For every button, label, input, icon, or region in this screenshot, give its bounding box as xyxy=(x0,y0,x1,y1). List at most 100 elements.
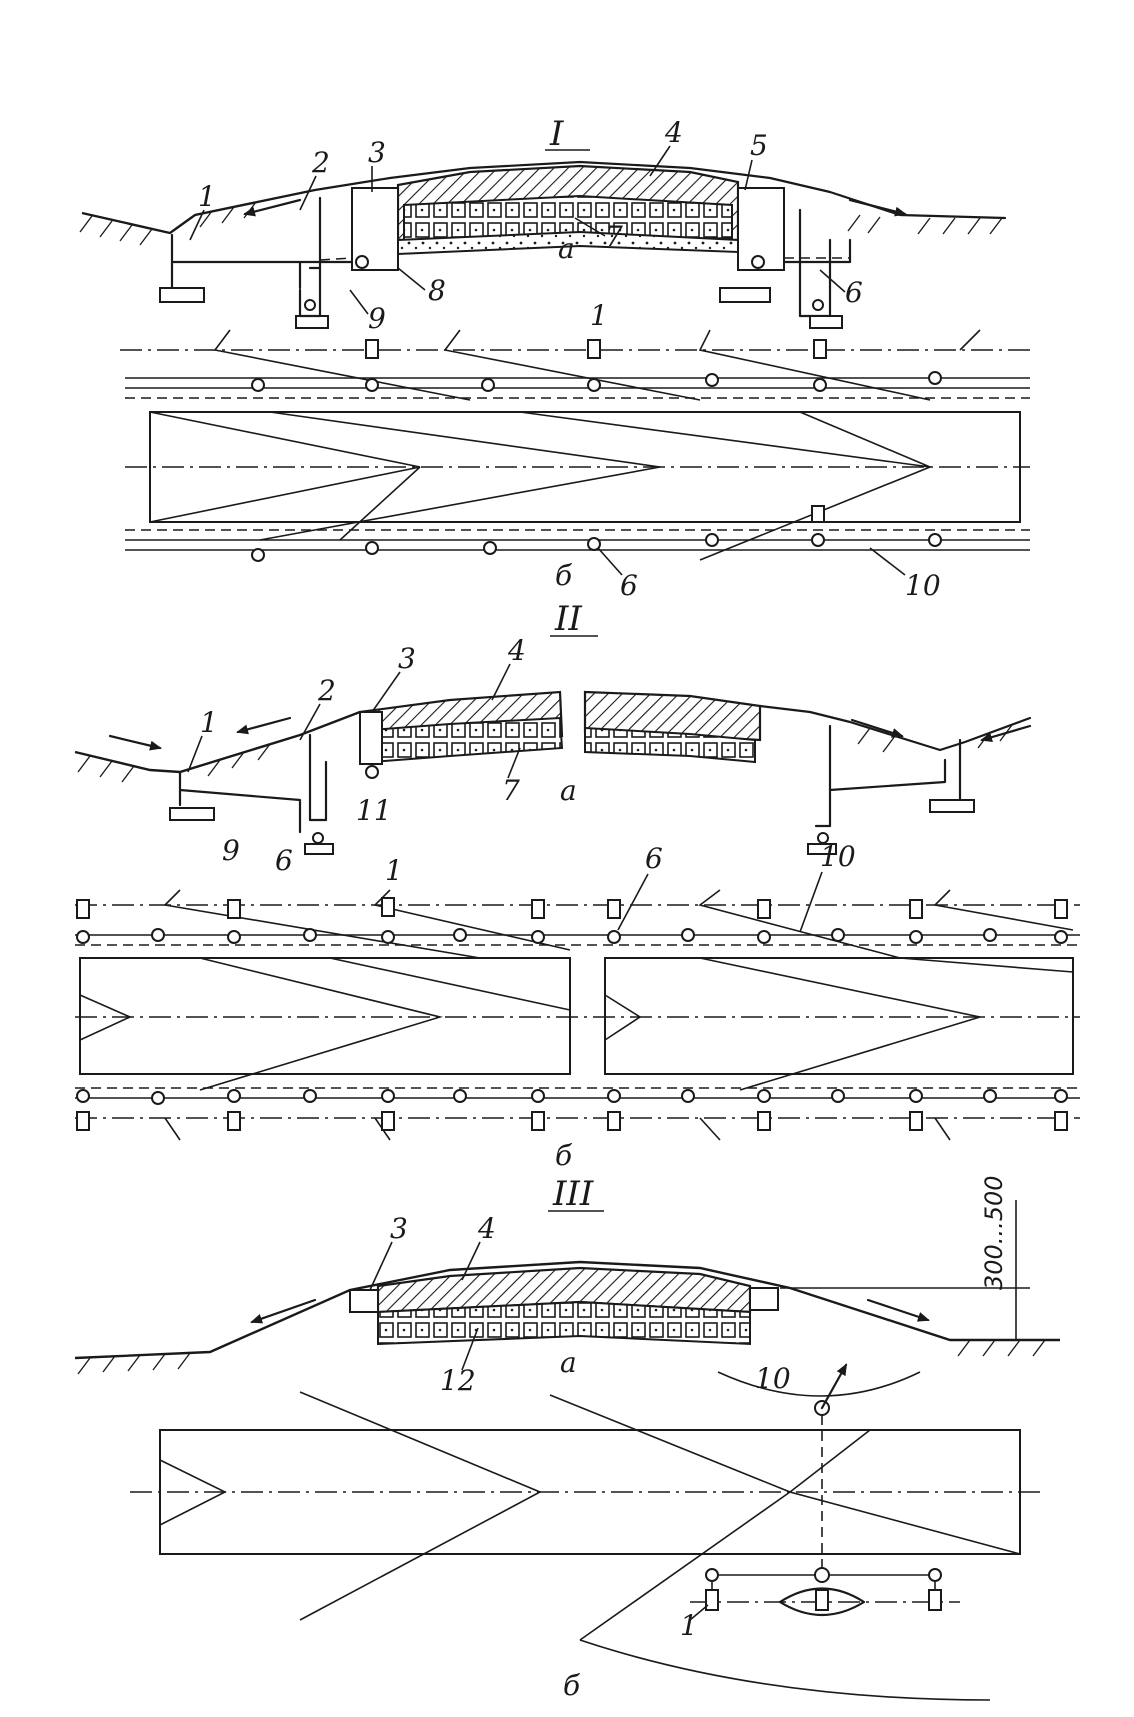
label: 2 xyxy=(311,146,330,179)
label: 7 xyxy=(502,774,520,807)
leader xyxy=(461,1241,481,1281)
right-footing xyxy=(719,287,771,303)
left-footing-2 xyxy=(304,843,334,855)
label: 9 xyxy=(222,834,240,867)
arrow-left xyxy=(250,1298,317,1324)
left-column xyxy=(298,266,322,318)
label: 3 xyxy=(390,1212,408,1245)
label: 4 xyxy=(664,116,683,149)
right-footing-2 xyxy=(807,843,837,855)
leader xyxy=(371,671,401,713)
label: 6 xyxy=(645,842,663,875)
panel-3-labels: 3 4 12 а xyxy=(369,1212,577,1397)
leader xyxy=(491,663,511,701)
label: 8 xyxy=(428,274,446,307)
label: 2 xyxy=(317,674,336,707)
ditch-lines-bottom xyxy=(125,539,1030,551)
label: 6 xyxy=(620,569,638,602)
label: 10 xyxy=(820,840,856,873)
node xyxy=(705,1568,719,1582)
herringbone-bottom xyxy=(164,1117,951,1141)
view-b-label: б xyxy=(555,559,573,592)
view-a-label: а xyxy=(558,232,575,265)
leader xyxy=(397,267,426,291)
label: 10 xyxy=(905,569,941,602)
panel-2-title: II xyxy=(554,599,582,639)
panel-1: I xyxy=(79,114,1030,602)
panel-3-plan-view: 10 1 б xyxy=(130,1362,1040,1702)
label: 12 xyxy=(440,1364,476,1397)
ditch-lines-top xyxy=(125,377,1030,389)
leader xyxy=(507,747,521,779)
leader xyxy=(869,547,906,576)
edge-left xyxy=(349,1289,379,1313)
leader xyxy=(369,1241,393,1291)
drain-left xyxy=(365,765,379,779)
herringbone-top xyxy=(163,889,1074,959)
view-b-label: б xyxy=(555,1139,573,1172)
panel-1-plan-view: 1 6 10 б xyxy=(120,299,1030,602)
nodes-bottom xyxy=(251,505,942,562)
view-a-label: а xyxy=(560,1346,577,1379)
label: 1 xyxy=(200,706,218,739)
label: 6 xyxy=(275,844,293,877)
left-trench-frame xyxy=(170,233,354,292)
flow-arrow-right xyxy=(848,198,907,217)
drainage-layer xyxy=(377,1300,751,1346)
label: 11 xyxy=(356,794,392,827)
edge-left xyxy=(359,711,383,765)
well xyxy=(705,1589,719,1611)
ground-right-hatch xyxy=(847,214,1003,235)
carriageway-right xyxy=(604,957,1074,1075)
label: 6 xyxy=(845,276,863,309)
blocks-right xyxy=(584,726,756,764)
well xyxy=(928,1589,942,1611)
label: 10 xyxy=(755,1362,791,1395)
panel-3-cross-section: 300...500 xyxy=(74,1175,1060,1375)
label: 1 xyxy=(198,180,216,213)
right-footing xyxy=(929,799,975,813)
label: 1 xyxy=(590,299,608,332)
right-drain-pipe xyxy=(751,255,765,269)
leader xyxy=(574,217,606,237)
collector-arc-bottom xyxy=(579,1639,991,1701)
right-frame xyxy=(814,724,962,828)
label: 1 xyxy=(680,1609,698,1642)
left-dashed xyxy=(319,257,353,261)
label: 5 xyxy=(750,129,768,162)
ground-right xyxy=(758,704,1032,752)
panel-2-cross-section xyxy=(74,690,1032,855)
lens-basin xyxy=(778,1587,866,1617)
flow-arrow-left xyxy=(243,198,302,217)
edge-right xyxy=(749,1287,779,1311)
node xyxy=(814,1567,830,1583)
leader xyxy=(819,269,846,293)
plan-2-nodes xyxy=(76,897,1068,1131)
left-post xyxy=(308,196,322,270)
leader xyxy=(349,289,369,315)
panel-1-title: I xyxy=(549,114,564,154)
leader xyxy=(461,1327,479,1371)
label: 9 xyxy=(368,302,386,335)
well xyxy=(815,1589,829,1611)
ground-hatch xyxy=(77,1339,1046,1375)
leader xyxy=(649,145,671,177)
panel-3: III 300...500 3 4 xyxy=(74,1174,1060,1702)
right-column-drain xyxy=(812,299,824,311)
herringbone xyxy=(79,957,1074,1091)
outlet-arrow xyxy=(820,1363,848,1410)
leader xyxy=(189,209,205,241)
view-b-label: б xyxy=(563,1669,581,1702)
left-frame xyxy=(178,733,328,834)
left-drain-pipe xyxy=(355,255,369,269)
herringbone xyxy=(159,1391,1021,1641)
left-footing xyxy=(169,807,215,821)
left-footing xyxy=(159,287,205,303)
panel-2-labels: 1 2 3 4 7 11 9 6 а xyxy=(187,634,577,877)
ground-left-hatch xyxy=(77,743,271,783)
node xyxy=(928,1568,942,1582)
arrow-1 xyxy=(108,734,162,751)
panel-1-labels: 1 2 3 4 5 6 7 8 9 а xyxy=(189,116,863,335)
leader xyxy=(617,873,649,931)
